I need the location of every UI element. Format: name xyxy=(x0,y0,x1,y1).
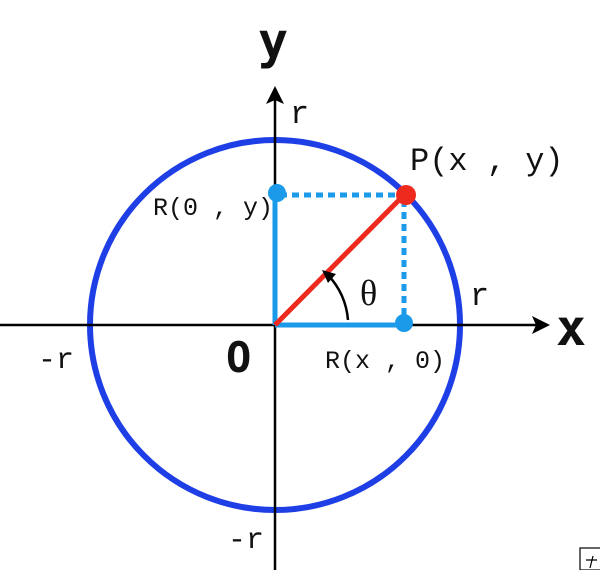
x-axis-label: x xyxy=(556,299,586,357)
r-top-label: r xyxy=(290,96,309,133)
r-right-label: r xyxy=(470,278,489,315)
radius-line xyxy=(273,193,406,327)
r-left-label: -r xyxy=(38,344,74,378)
angle-arc-arrowhead xyxy=(322,270,336,283)
origin-label: O xyxy=(226,333,251,382)
point-ry-label: R(0 , y) xyxy=(153,194,273,223)
angle-theta-label: θ xyxy=(360,273,377,313)
y-axis-arrowhead xyxy=(266,86,284,104)
point-rx xyxy=(395,314,413,332)
point-ry xyxy=(268,184,286,202)
x-axis-arrowhead xyxy=(532,316,550,334)
y-axis-label: y xyxy=(258,12,288,70)
r-bottom-label: -r xyxy=(228,524,264,558)
corner-mark xyxy=(579,547,600,570)
point-p xyxy=(396,185,416,205)
point-rx-label: R(x , 0) xyxy=(325,347,445,376)
corner-mark-glyph xyxy=(586,555,597,569)
angle-arc xyxy=(327,274,350,321)
point-p-label: P(x , y) xyxy=(410,143,564,180)
